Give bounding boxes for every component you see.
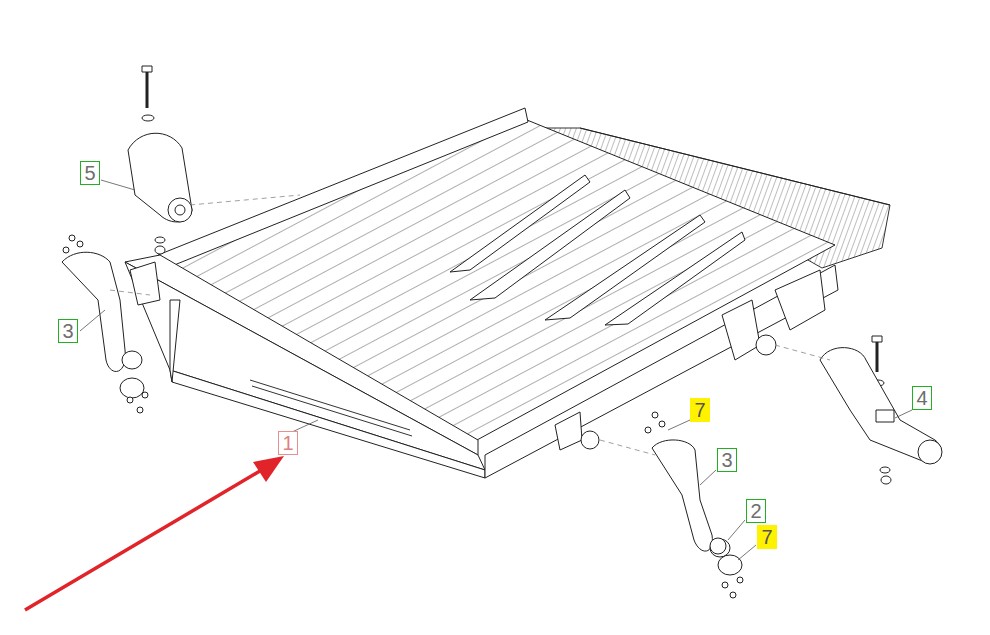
callout-number: 7 <box>694 400 705 420</box>
callout-box: 7 <box>690 398 710 422</box>
callout-number: 4 <box>916 388 927 408</box>
callout-number: 3 <box>62 321 73 341</box>
callout-box: 3 <box>717 448 737 472</box>
callout-box: 1 <box>278 431 298 455</box>
callout-box: 7 <box>757 525 777 549</box>
callout-number: 2 <box>750 501 761 521</box>
callout-box: 3 <box>58 319 78 343</box>
callout-box: 5 <box>80 161 100 185</box>
callout-box: 2 <box>746 499 766 523</box>
callout-number: 7 <box>761 527 772 547</box>
callout-box: 4 <box>912 386 932 410</box>
callout-number: 1 <box>282 433 293 453</box>
callout-number: 3 <box>721 450 732 470</box>
callout-number: 5 <box>84 163 95 183</box>
